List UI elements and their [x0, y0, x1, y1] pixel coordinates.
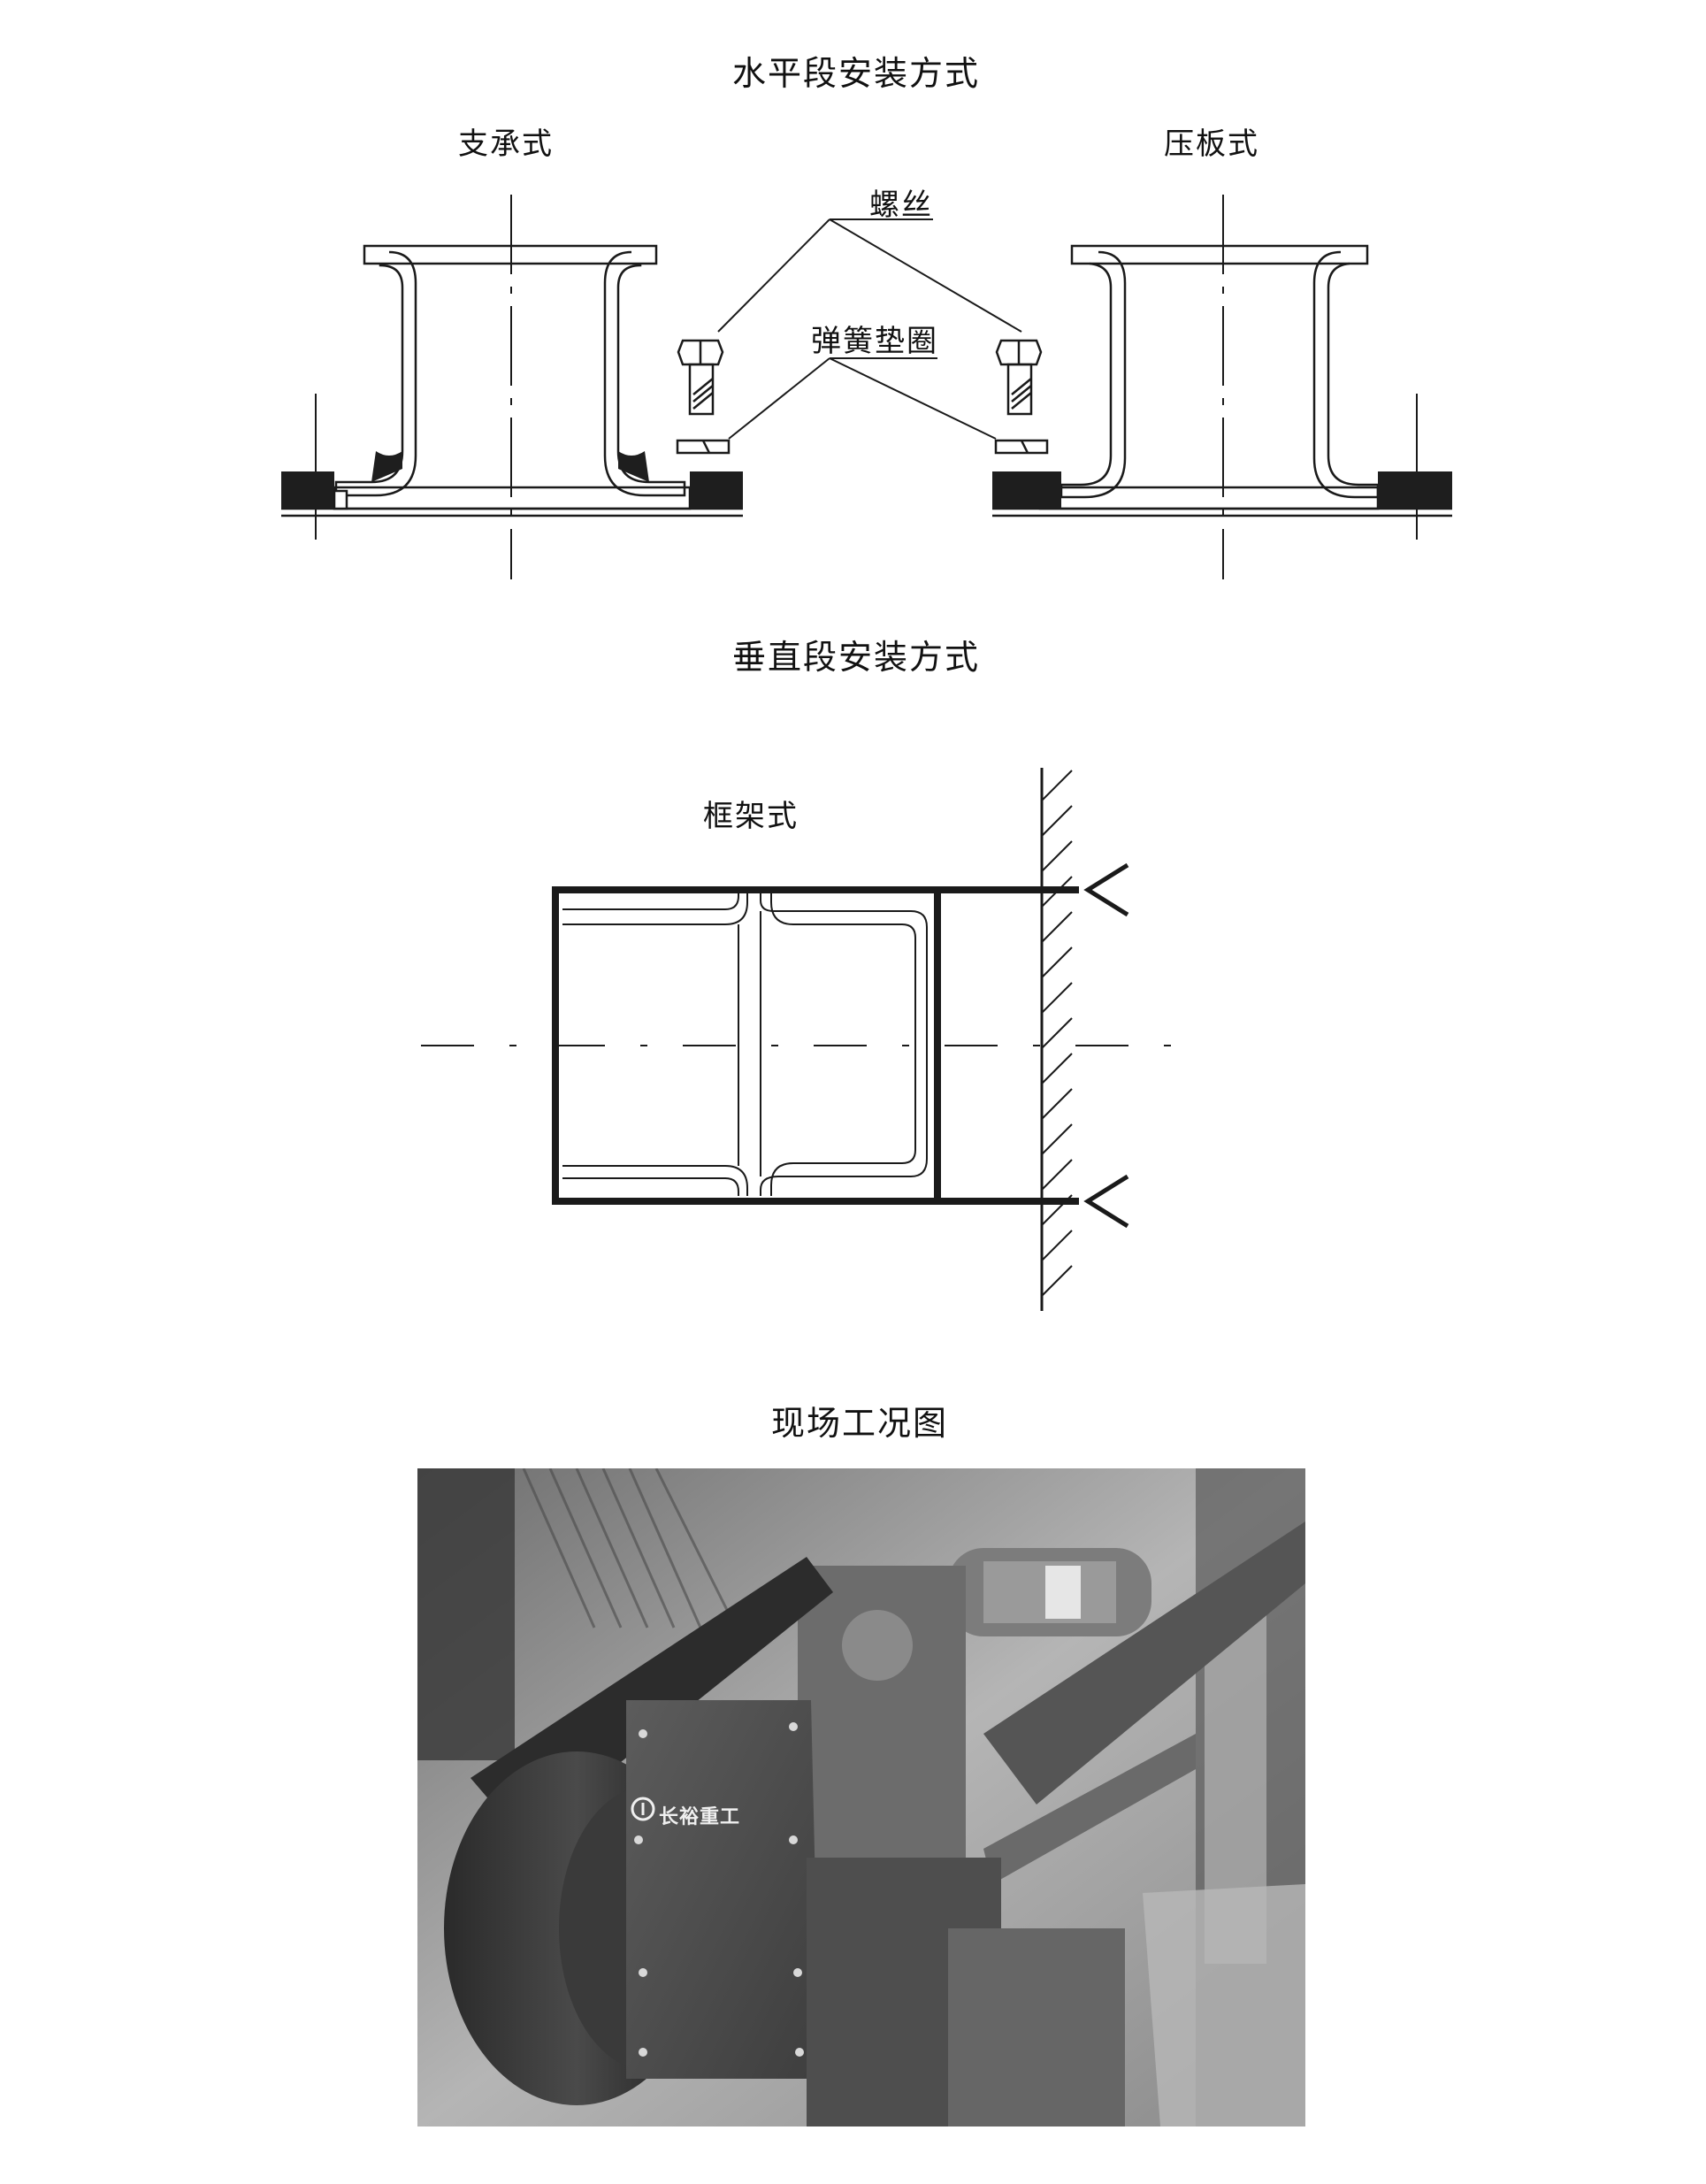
- leader-lines: [717, 218, 1022, 440]
- clamp-type-drawing: [992, 195, 1452, 579]
- washer-left: [676, 439, 731, 455]
- wall-hatching: [1041, 770, 1073, 1297]
- screw-right: [995, 339, 1043, 416]
- support-type-label: 支承式: [458, 126, 554, 162]
- spring-washer-label: 弹簧垫圈: [811, 324, 938, 359]
- support-type-drawing: [281, 195, 743, 579]
- circular-logo-icon: [631, 1797, 655, 1821]
- screw-label: 螺丝: [869, 188, 933, 223]
- screw-left: [677, 339, 724, 416]
- horizontal-installation-drawing: [281, 195, 1452, 579]
- frame-type-label: 框架式: [703, 799, 799, 834]
- clamp-type-label: 压板式: [1164, 126, 1259, 162]
- vertical-installation-drawing: [421, 768, 1203, 1311]
- brand-text: 长裕重工: [659, 1806, 741, 1828]
- wall-anchors: [1083, 862, 1129, 1229]
- horizontal-section-title: 水平段安装方式: [732, 54, 981, 93]
- casing-outline: [562, 893, 928, 1196]
- washer-right: [994, 439, 1049, 455]
- site-photo: [417, 1468, 1305, 2127]
- vertical-section-title: 垂直段安装方式: [732, 638, 981, 677]
- site-photo-title: 现场工况图: [771, 1404, 949, 1443]
